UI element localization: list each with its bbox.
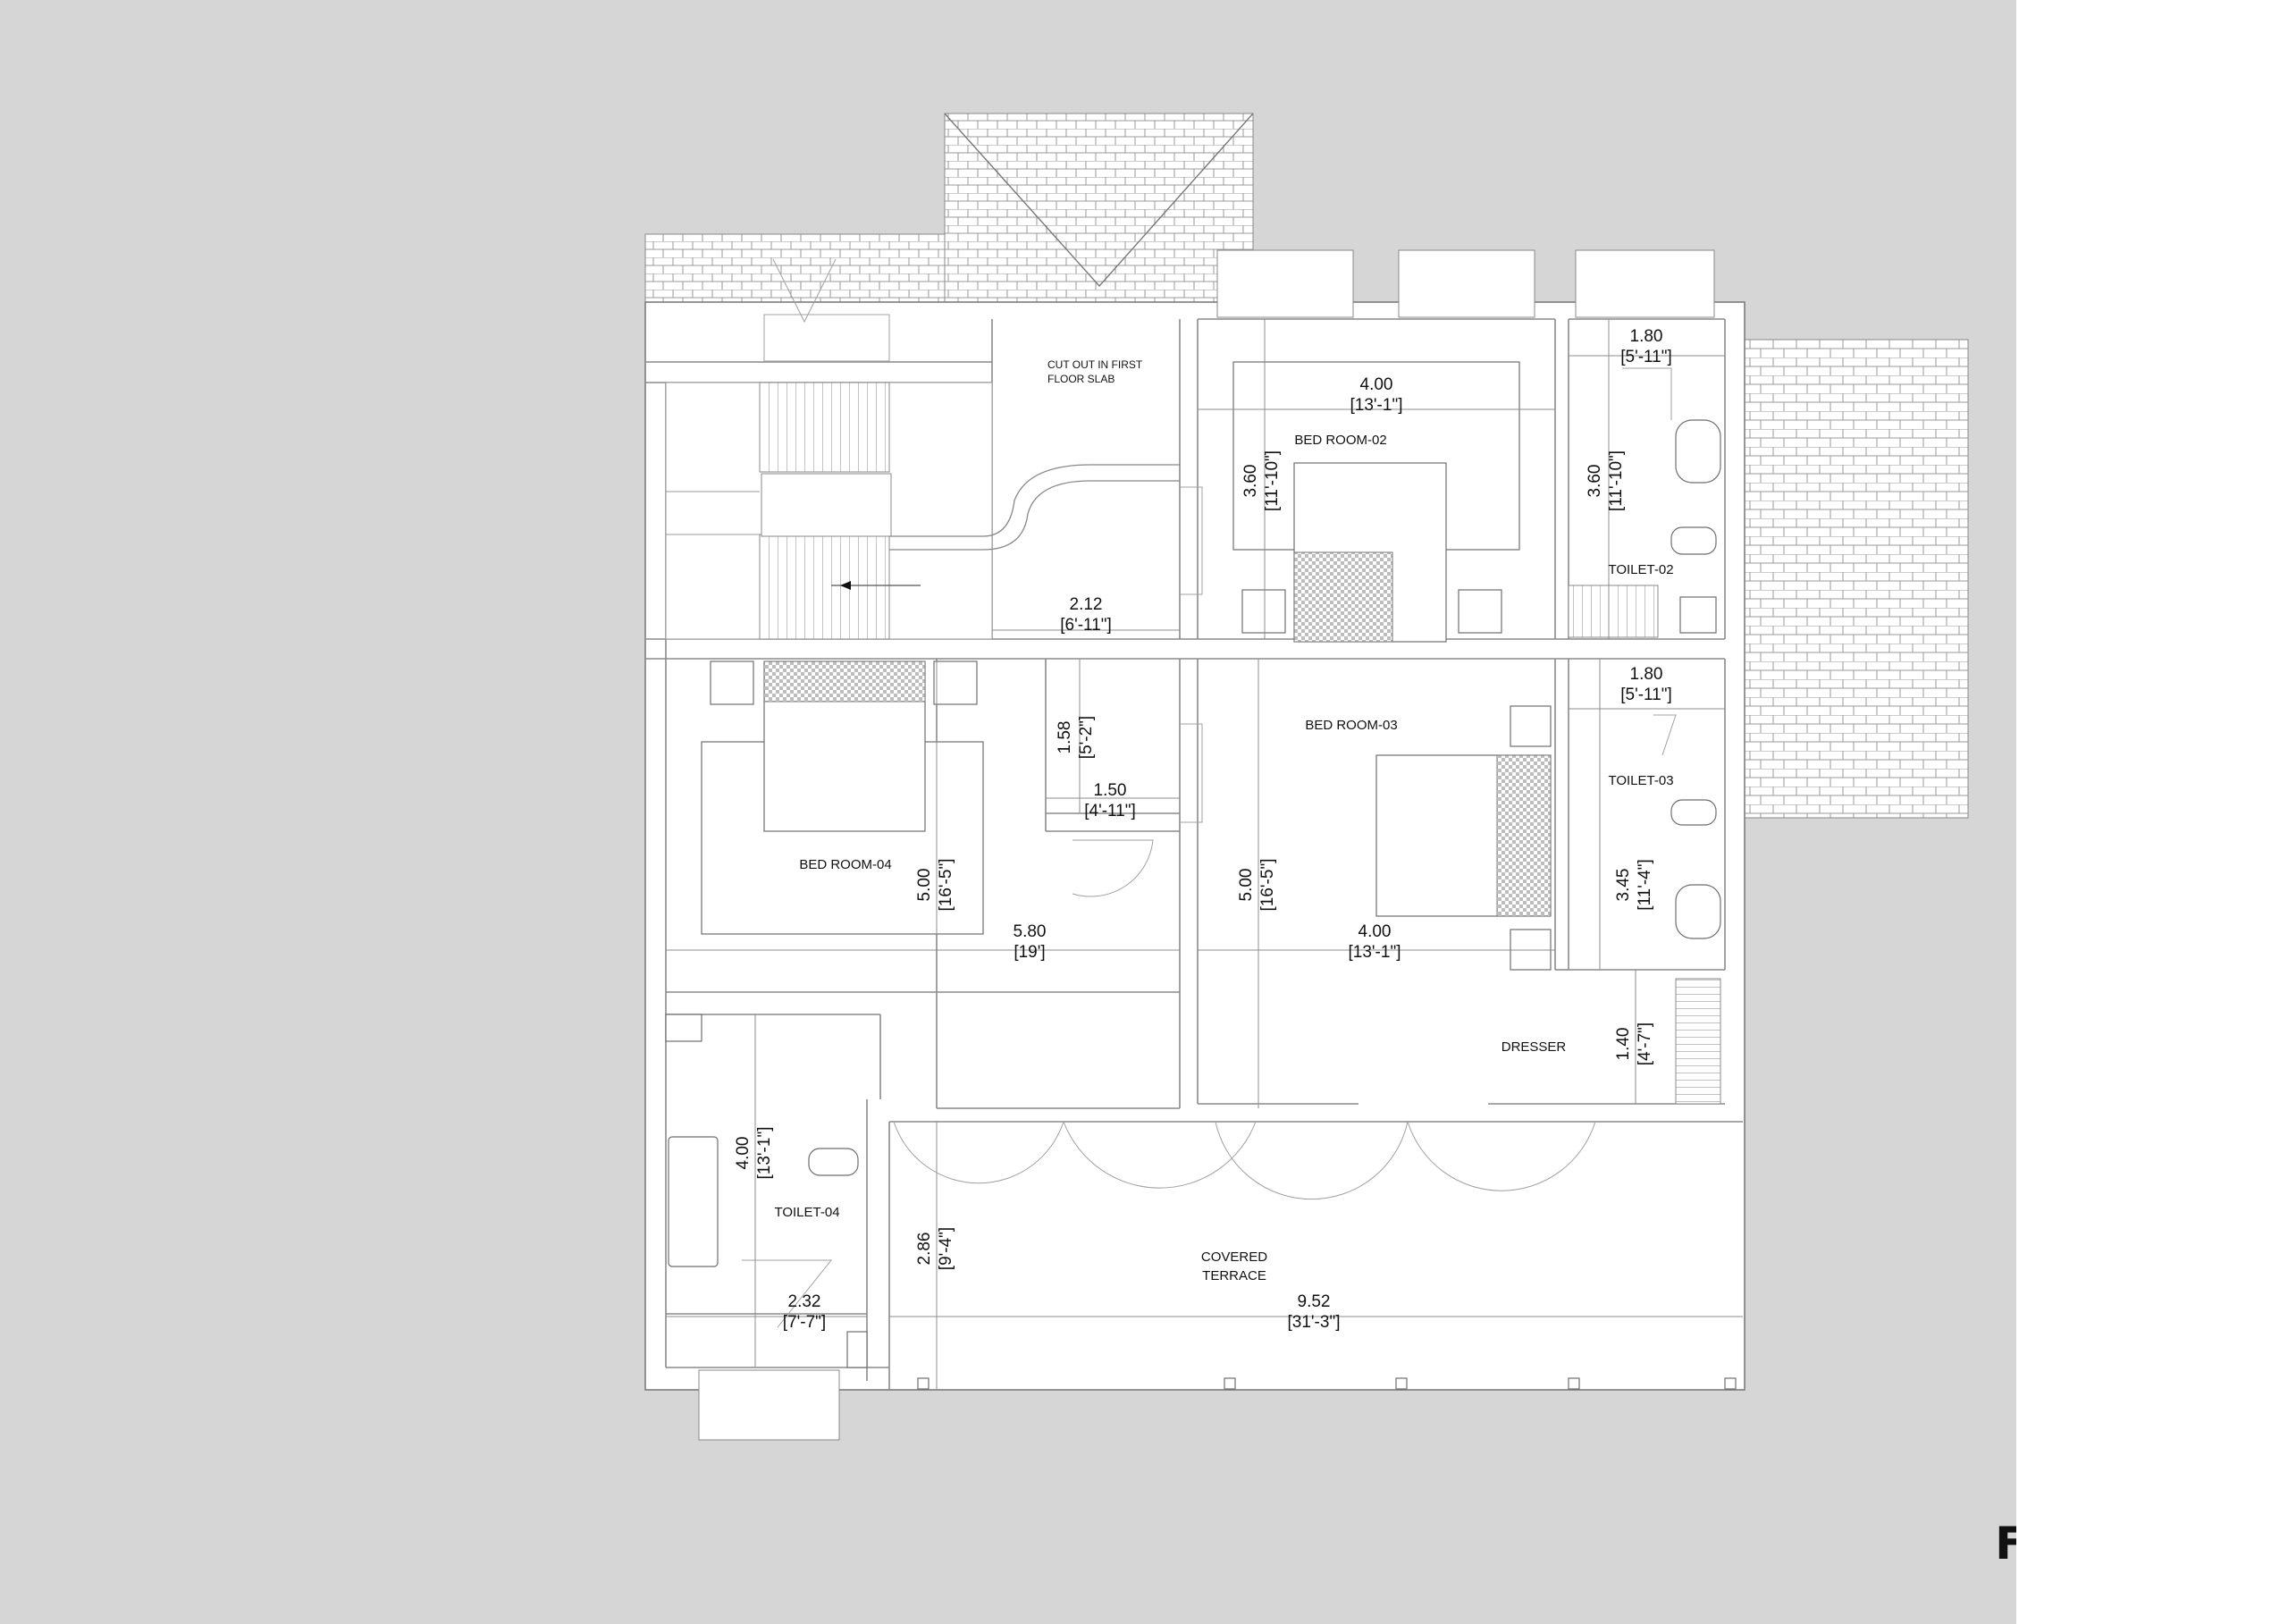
dim-4-00-br3-m: 4.00 — [1358, 922, 1392, 941]
label-covered-terrace-line1: COVERED — [1201, 1250, 1267, 1265]
label-bed-room-04: BED ROOM-04 — [799, 857, 891, 872]
title-strip — [2016, 0, 2288, 1624]
dim-3-60-br2-m: 3.60 — [1241, 465, 1260, 498]
dim-4-00-t4-ft: [13'-1"] — [755, 1127, 774, 1180]
label-toilet-03: TOILET-03 — [1608, 773, 1673, 788]
label-dresser: DRESSER — [1502, 1039, 1567, 1055]
dim-3-60-br2-ft: [11'-10"] — [1263, 450, 1282, 511]
dim-3-60-t2-ft: [11'-10"] — [1607, 450, 1626, 511]
dim-1-80-t3-m: 1.80 — [1630, 665, 1663, 684]
dim-5-00-br4-m: 5.00 — [915, 869, 934, 902]
dim-1-80-t2-ft: [5'-11"] — [1620, 348, 1672, 366]
cutout-note-line2: FLOOR SLAB — [1047, 373, 1115, 385]
dim-1-50-m: 1.50 — [1094, 781, 1127, 800]
dim-1-58-m: 1.58 — [1056, 721, 1074, 754]
doors — [742, 258, 1677, 1328]
dim-4-00-br2-ft: [13'-1"] — [1350, 396, 1403, 415]
dim-1-40-ft: [4'-7"] — [1636, 1022, 1654, 1065]
sheet-title-line2: Firs — [1995, 1518, 2016, 1569]
dim-3-45-m: 3.45 — [1614, 869, 1633, 902]
dim-5-00-br3-m: 5.00 — [1237, 869, 1256, 902]
dim-2-32-m: 2.32 — [788, 1292, 821, 1311]
dim-5-80-ft: [19'] — [1014, 943, 1045, 962]
dim-4-00-br2-m: 4.00 — [1360, 375, 1393, 394]
dim-9-52-m: 9.52 — [1298, 1292, 1331, 1311]
dim-5-00-br3-ft: [16'-5"] — [1258, 859, 1277, 912]
roof-tiles — [644, 113, 1969, 819]
label-covered-terrace-line2: TERRACE — [1202, 1268, 1266, 1283]
room-labels: CUT OUT IN FIRST FLOOR SLAB BED ROOM-02 … — [774, 358, 1673, 1283]
cutout-note-line1: CUT OUT IN FIRST — [1047, 358, 1143, 371]
dim-9-52-ft: [31'-3"] — [1288, 1313, 1341, 1332]
dim-2-12-ft: [6'-11"] — [1060, 616, 1112, 635]
title-block: Vi Firs — [1895, 1466, 2016, 1573]
dim-2-86-ft: [9'-4"] — [937, 1227, 955, 1270]
dim-5-80-m: 5.80 — [1014, 922, 1047, 941]
dim-4-00-br3-ft: [13'-1"] — [1349, 943, 1401, 962]
dim-2-32-ft: [7'-7"] — [783, 1313, 826, 1332]
dimension-lines — [666, 319, 1743, 1390]
dim-1-40-m: 1.40 — [1614, 1028, 1633, 1061]
dim-3-60-t2-m: 3.60 — [1586, 465, 1604, 498]
label-bed-room-03: BED ROOM-03 — [1305, 718, 1397, 733]
dim-1-80-t2-m: 1.80 — [1630, 327, 1663, 346]
dim-1-80-t3-ft: [5'-11"] — [1620, 686, 1672, 704]
staircase — [665, 382, 1180, 640]
dim-4-00-t4-m: 4.00 — [734, 1137, 753, 1170]
label-toilet-02: TOILET-02 — [1608, 562, 1673, 577]
dim-1-50-ft: [4'-11"] — [1084, 802, 1136, 820]
dim-3-45-ft: [11'-4"] — [1636, 859, 1654, 911]
dim-2-86-m: 2.86 — [915, 1233, 934, 1266]
dim-5-00-br4-ft: [16'-5"] — [937, 859, 955, 912]
dim-2-12-m: 2.12 — [1070, 595, 1103, 614]
label-toilet-04: TOILET-04 — [774, 1205, 839, 1220]
dimension-labels: 2.12 [6'-11"] 4.00 [13'-1"] 3.60 [11'-10… — [734, 327, 1672, 1332]
label-bed-room-02: BED ROOM-02 — [1294, 433, 1386, 448]
dim-1-58-ft: [5'-2"] — [1077, 716, 1096, 759]
